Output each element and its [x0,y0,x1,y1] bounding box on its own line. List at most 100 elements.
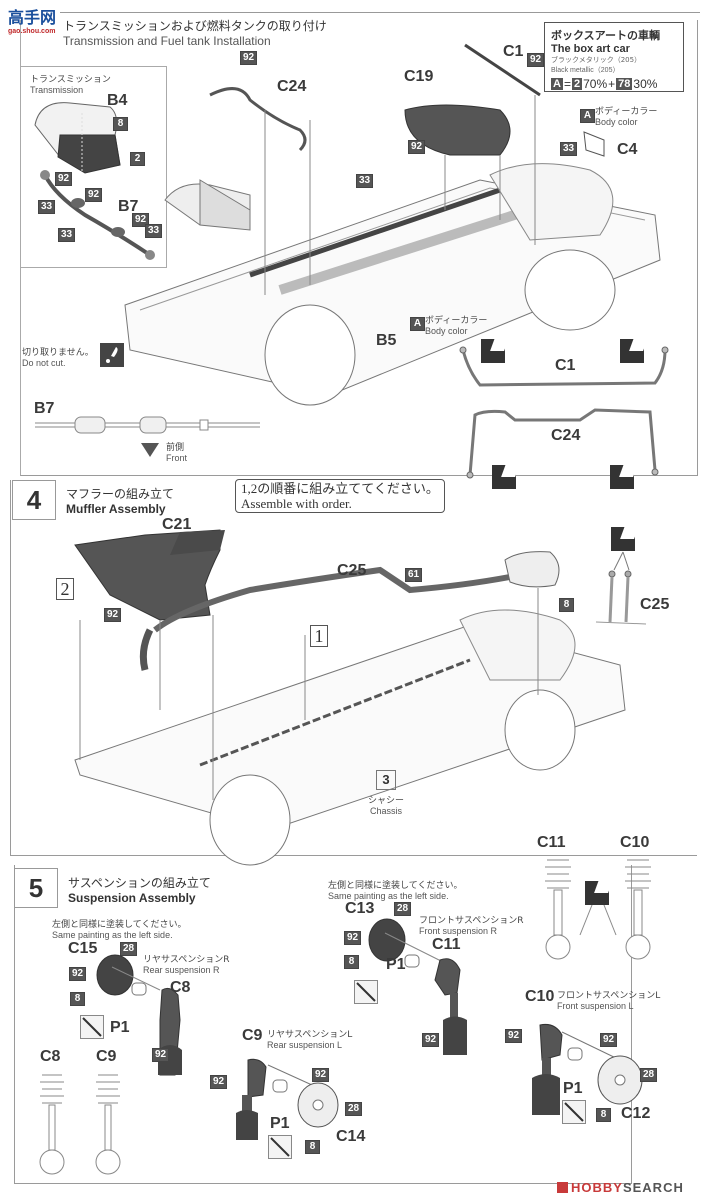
paint-92: 92 [600,1033,618,1047]
step4-frame [10,480,697,856]
front-r-label-en: Front suspension R [419,926,498,936]
front-en: Front [166,453,188,463]
paint-92: 92 [104,608,122,622]
paint-28: 28 [640,1068,658,1082]
order-1-marker: 1 [310,625,328,647]
box-art-formula: A = 2 70% + 78 30% [551,77,677,91]
paint-a: A [580,109,595,123]
rear-r-same-paint-note: 左側と同様に塗装してください。 Same painting as the lef… [52,917,186,940]
rear-spring-struts-illustration [39,1074,121,1175]
do-not-cut-note: 切り取りません。 Do not cut. [22,345,94,368]
step4-title: マフラーの組み立て Muffler Assembly [66,485,174,516]
paint-8: 8 [344,955,359,969]
transmission-label: トランスミッション Transmission [30,72,111,95]
rear-r-label-jp: リヤサスペンションR [143,955,230,965]
front-r-label-jp: フロントサスペンションR [419,916,524,926]
body-color-en: Body color [595,117,638,127]
order-note-en: Assemble with order. [241,496,352,511]
paint-92: 92 [527,53,545,67]
part-c8-strut: C8 [170,979,191,996]
chassis-label-en: Chassis [369,806,402,816]
box-art-title-jp: ボックスアートの車輌 [551,29,661,42]
paint-92: 92 [422,1033,440,1047]
part-c10-strut: C10 [525,988,555,1005]
box-art-panel: ボックスアートの車輌 The box art car ブラックメタリック（205… [544,22,684,92]
rear-l-label: リヤサスペンションL Rear suspension L [267,1027,352,1050]
same-paint-jp: 左側と同様に塗装してください。 [52,920,187,930]
paint-33: 33 [58,228,76,242]
chassis-callout: 3 シャシー Chassis [368,770,404,816]
same-paint-en: Same painting as the left side. [328,891,449,901]
no-paint-icon [268,1135,292,1159]
part-c25-hanger: C25 [640,596,670,613]
part-c1-bar: C1 [555,357,576,374]
paint-92: 92 [344,931,362,945]
step5-title: サスペンションの組み立て Suspension Assembly [68,874,211,905]
transmission-label-jp: トランスミッション [30,75,111,85]
do-not-cut-jp: 切り取りません。 [22,348,94,358]
part-b5: B5 [376,332,397,349]
rear-r-label-en: Rear suspension R [143,965,220,975]
paint-92: 92 [312,1068,330,1082]
paint-8: 8 [559,598,574,612]
logo-brand-hobby: HOBBY [571,1180,623,1195]
paint-92: 92 [132,213,150,227]
paint-61: 61 [405,568,423,582]
paint-33: 33 [38,200,56,214]
step5-frame [14,865,632,1184]
paint-8: 8 [596,1108,611,1122]
part-c8-spring: C8 [40,1048,61,1065]
do-not-cut-en: Do not cut. [22,358,66,368]
part-c12: C12 [621,1105,651,1122]
front-l-label-en: Front suspension L [557,1001,634,1011]
rear-l-label-jp: リヤサスペンションL [267,1030,353,1040]
no-paint-icon [80,1015,104,1039]
formula-plus: + [608,77,616,91]
chassis-illustration-step3 [124,43,661,406]
formula-pct-1: 70% [583,77,608,91]
transmission-inset [20,66,167,268]
paint-28: 28 [120,942,138,956]
paint-92: 92 [85,188,103,202]
front-jp: 前側 [166,443,185,453]
body-color-jp: ボディーカラー [425,316,488,326]
paint-33: 33 [356,174,374,188]
part-p1: P1 [563,1080,583,1097]
front-note: 前側 Front [166,440,187,463]
box-art-color-jp: ブラックメタリック（205） [551,56,642,64]
step5-title-jp: サスペンションの組み立て [68,876,211,890]
step3-top-rule [60,12,700,13]
paint-28: 28 [345,1102,363,1116]
transmission-label-en: Transmission [30,85,84,95]
part-c24: C24 [277,78,307,95]
part-b7-shaft: B7 [34,400,55,417]
paint-28: 28 [394,902,412,916]
front-arrow-icon [141,443,159,457]
body-color-note: ボディーカラー Body color [595,104,657,127]
part-c11-strut: C11 [432,936,461,953]
chassis-label-jp: シャシー [368,796,405,806]
metallic-paint-icon [611,527,635,551]
logo-mark-icon [557,1182,568,1193]
front-l-label: フロントサスペンションL Front suspension L [557,988,660,1011]
front-r-illustration [368,918,467,1055]
formula-equals: = [563,77,571,91]
step5-number: 5 [14,868,58,908]
part-p1: P1 [110,1019,130,1036]
front-r-label: フロントサスペンションR Front suspension R [419,913,523,936]
order-note-jp: 1,2の順番に組み立ててください。 [241,481,439,496]
transmission-illustration [34,102,155,260]
part-c9-strut: C9 [242,1027,263,1044]
part-c13: C13 [345,900,375,917]
metallic-paint-icon [620,339,644,363]
watermark-logo: 高手网 gao.shou.com [8,10,56,36]
part-c10-spring: C10 [620,834,650,851]
logo-brand-search: SEARCH [622,1180,684,1195]
rear-r-label: リヤサスペンションR Rear suspension R [143,952,229,975]
paint-78-badge: 78 [616,78,633,90]
paint-92: 92 [240,51,258,65]
paint-a-badge: A [551,78,563,90]
box-art-color-en: Black metallic（205） [551,67,620,74]
step4-number: 4 [12,480,56,520]
metallic-paint-icon [481,339,505,363]
